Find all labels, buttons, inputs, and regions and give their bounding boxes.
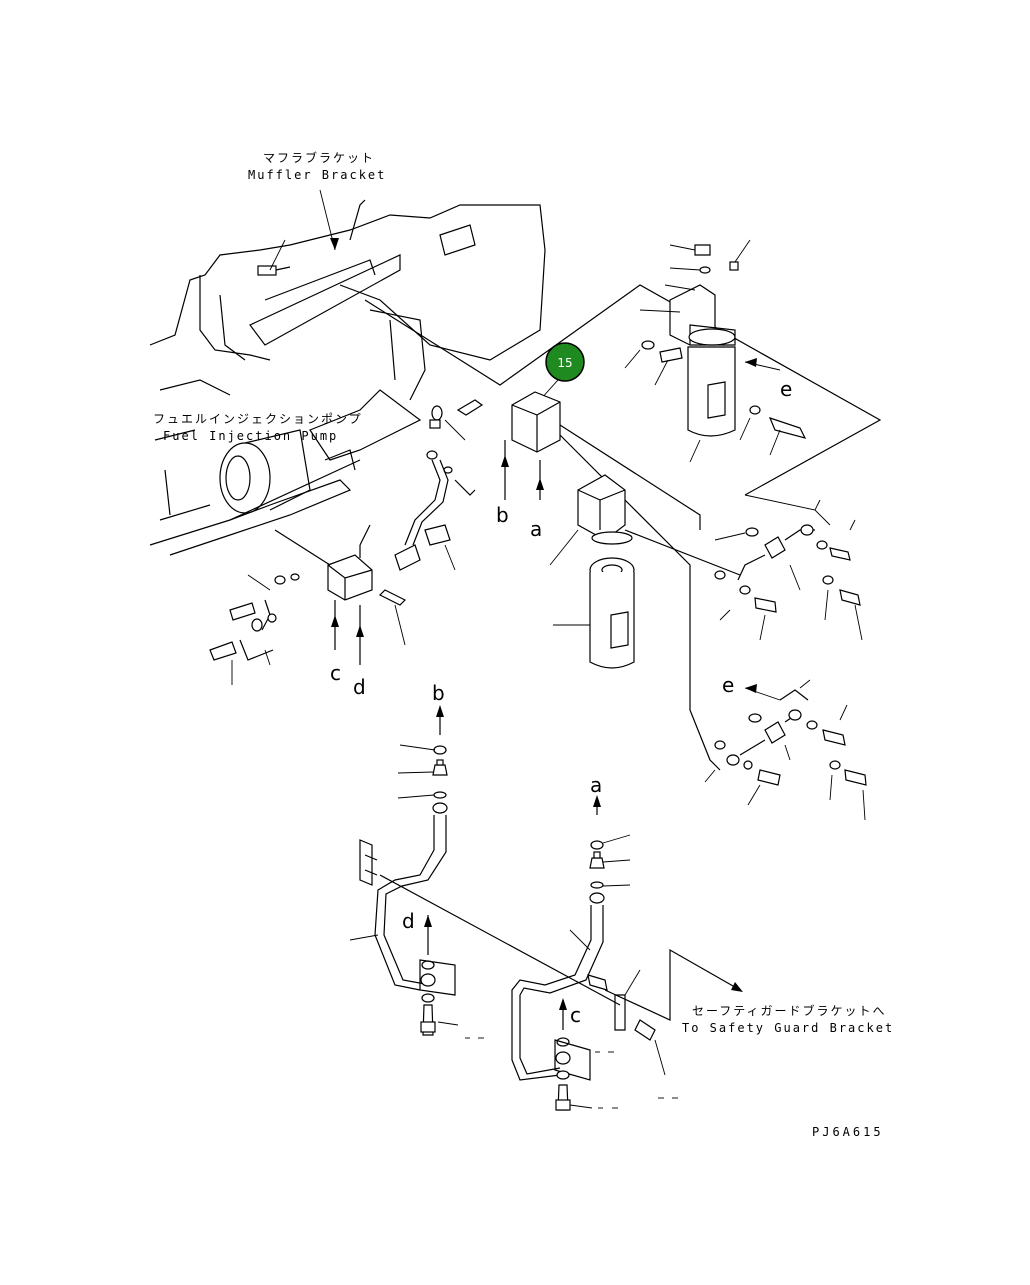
right-lower-fittings: [699, 679, 867, 821]
fuel-pump-label-en: Fuel Injection Pump: [163, 429, 338, 443]
arrow-letter-b-lower: b: [432, 681, 445, 705]
muffler-bracket-label-jp: マフラブラケット: [263, 150, 375, 165]
safety-guard-label-en: To Safety Guard Bracket: [682, 1021, 894, 1035]
fuel-pipe-upper: [404, 459, 441, 546]
arrow-letter-c-lower: c: [570, 1003, 581, 1027]
arrow-letter-c-left: c: [330, 661, 341, 685]
pump-fittings: [426, 399, 484, 496]
left-fittings: [209, 573, 300, 685]
safety-guard-label-jp: セーフティガードブラケットへ: [692, 1003, 887, 1018]
lower-right-pipe-assembly: [511, 795, 743, 1111]
arrow-e-upper-head: [745, 358, 757, 367]
upper-filter-assembly: [624, 239, 807, 463]
bolt-muffler: [257, 239, 291, 276]
muffler-bracket-arrowhead: [330, 238, 339, 250]
arrow-letter-d-lower: d: [402, 909, 415, 933]
muffler-bracket-label-en: Muffler Bracket: [248, 168, 386, 182]
engine-outline: [149, 199, 882, 556]
arrow-letter-e-lower: e: [722, 673, 734, 697]
arrow-letter-d-left: d: [353, 675, 366, 699]
center-filter-assembly: [549, 474, 741, 669]
right-upper-fittings: [714, 494, 863, 641]
arrow-letter-b-top: b: [496, 503, 509, 527]
fuel-pump-label-jp: フュエルインジェクションポンプ: [153, 412, 363, 426]
callout-15-circle: [545, 342, 585, 382]
arrow-letter-a-top: a: [530, 517, 542, 541]
arrow-e-lower-head: [745, 684, 757, 693]
drawing-code: PJ6A615: [812, 1125, 884, 1139]
lower-left-pipe-assembly: [349, 705, 621, 1039]
arrow-letter-a-lower: a: [590, 773, 602, 797]
arrow-letter-e-upper: e: [780, 377, 792, 401]
callout-15-number: 15: [557, 356, 572, 370]
junction-block-cd: [274, 524, 456, 665]
